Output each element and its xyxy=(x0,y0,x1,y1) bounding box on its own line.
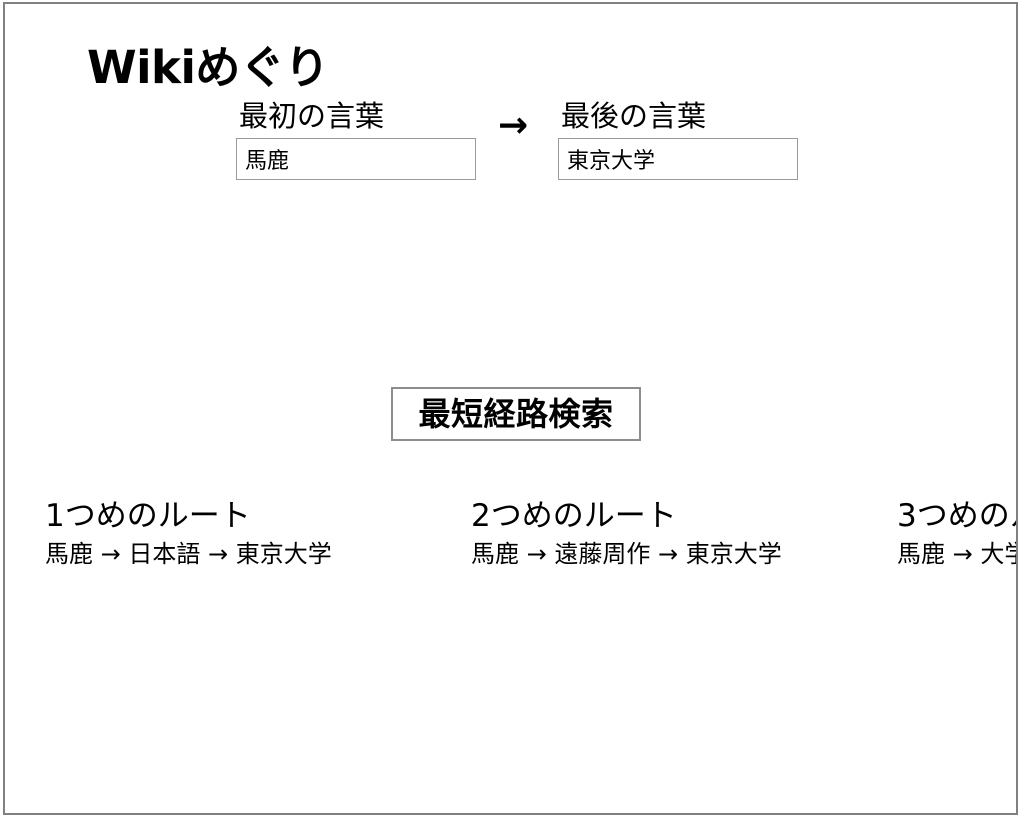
route-heading: 3つめのルート xyxy=(897,498,1016,534)
route-path: 馬鹿 → 遠藤周作 → 東京大学 xyxy=(471,539,782,568)
arrow-right-icon: → xyxy=(498,105,529,146)
route-result-item: 2つめのルート 馬鹿 → 遠藤周作 → 東京大学 xyxy=(471,498,897,569)
page-title: Wikiめぐり xyxy=(87,41,329,95)
goal-word-input[interactable] xyxy=(558,138,798,180)
goal-word-field-group: 最後の言葉 xyxy=(558,102,798,180)
route-result-item: 1つめのルート 馬鹿 → 日本語 → 東京大学 xyxy=(45,498,471,569)
route-path: 馬鹿 → 大学 → 東京大学 xyxy=(897,539,1016,568)
page-frame: Wikiめぐり 最初の言葉 → 最後の言葉 最短経路検索 1つめのルート 馬鹿 … xyxy=(3,2,1018,815)
start-word-input[interactable] xyxy=(236,138,476,180)
route-results-list: 1つめのルート 馬鹿 → 日本語 → 東京大学 2つめのルート 馬鹿 → 遠藤周… xyxy=(45,498,1016,569)
start-word-label: 最初の言葉 xyxy=(239,99,385,133)
route-heading: 2つめのルート xyxy=(471,498,677,534)
shortest-path-search-button[interactable]: 最短経路検索 xyxy=(391,387,641,441)
route-heading: 1つめのルート xyxy=(45,498,251,534)
start-word-field-group: 最初の言葉 xyxy=(236,102,476,180)
route-result-item: 3つめのルート 馬鹿 → 大学 → 東京大学 xyxy=(897,498,1016,569)
route-path: 馬鹿 → 日本語 → 東京大学 xyxy=(45,539,332,568)
search-form: 最初の言葉 → 最後の言葉 xyxy=(5,102,1016,197)
goal-word-label: 最後の言葉 xyxy=(561,99,707,133)
